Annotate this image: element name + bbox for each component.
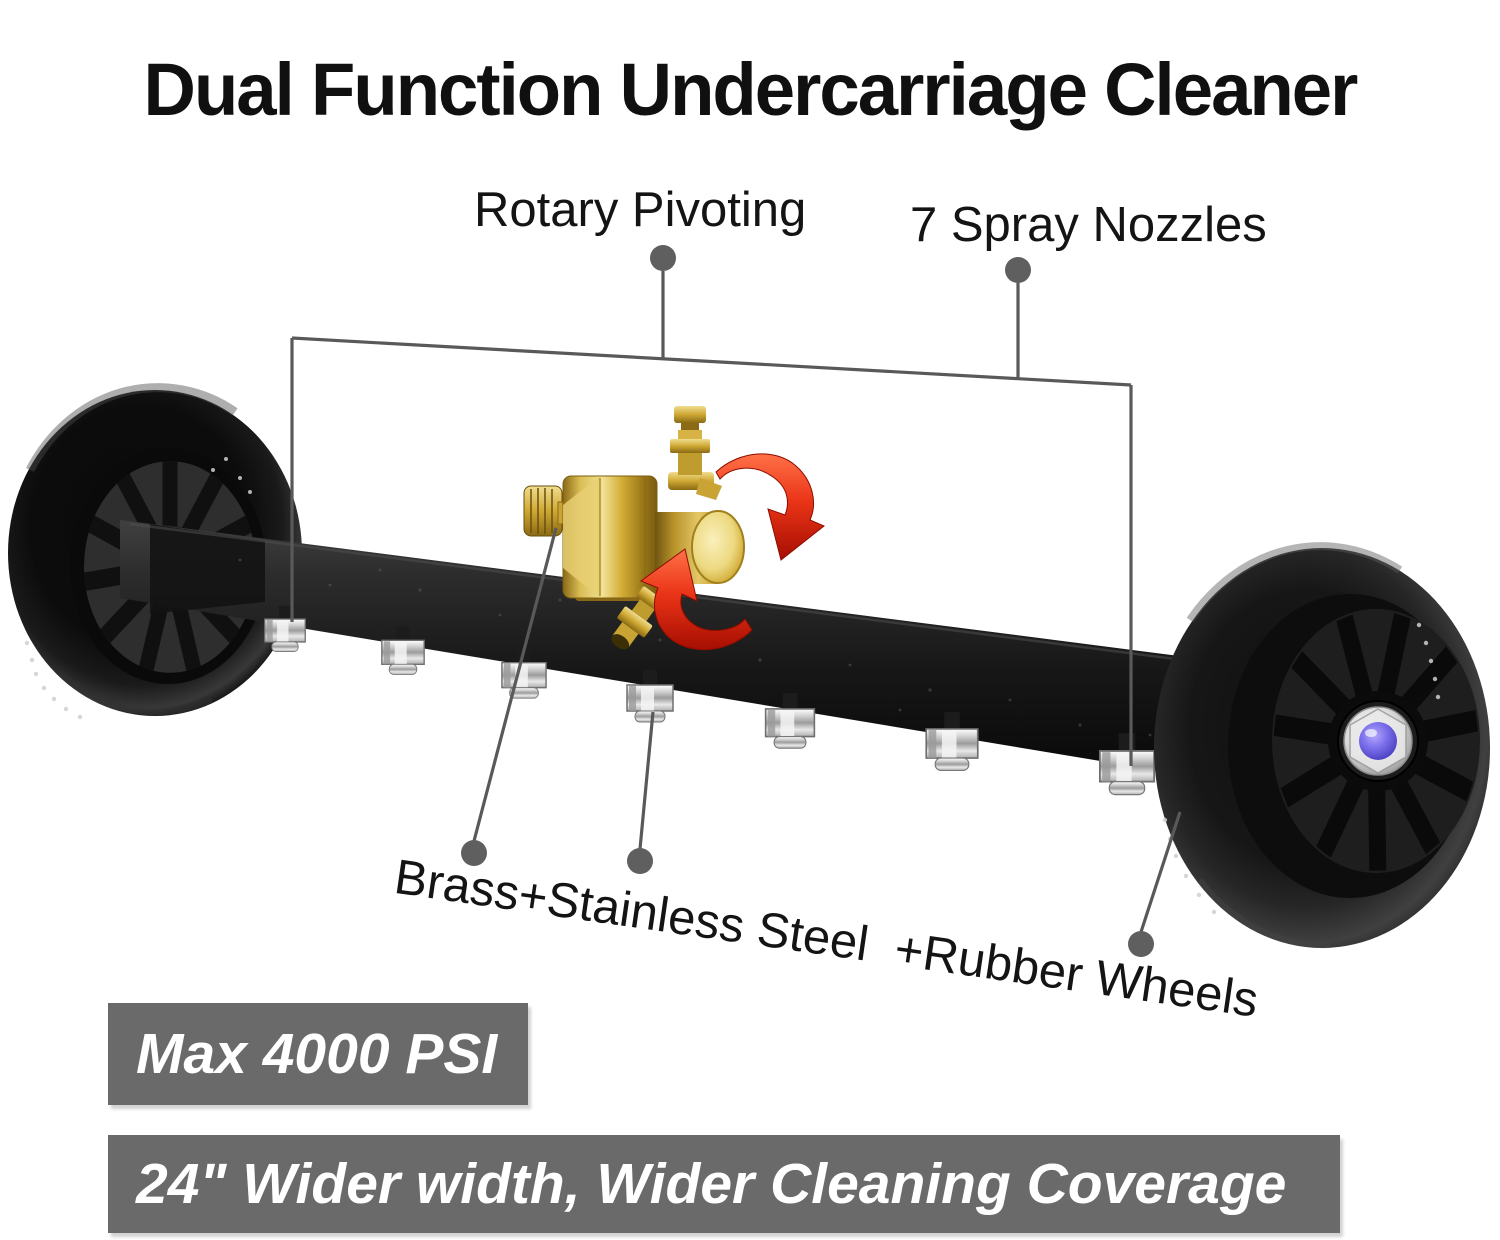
cleaning-width-banner: 24" Wider width, Wider Cleaning Coverage <box>108 1135 1340 1233</box>
brass-pivot-valve <box>523 406 825 651</box>
cleaning-width-text: 24" Wider width, Wider Cleaning Coverage <box>136 1152 1287 1216</box>
quick-connect-plug-bottom <box>611 586 666 650</box>
quick-connect-plug-top <box>668 406 722 500</box>
spray-nozzles-label: 7 Spray Nozzles <box>910 198 1267 252</box>
spray-bar <box>120 520 1335 800</box>
page-title: Dual Function Undercarriage Cleaner <box>143 47 1359 131</box>
axle-hub <box>1328 691 1428 791</box>
leader-lines <box>472 271 1182 933</box>
right-wheel <box>1154 542 1490 949</box>
right-wheel-stipple-dots <box>1162 622 1441 915</box>
hub-cap <box>1359 722 1397 760</box>
max-psi-text: Max 4000 PSI <box>136 1022 498 1086</box>
rotary-pivoting-label: Rotary Pivoting <box>474 183 807 237</box>
bar-texture-speckles <box>238 558 1152 737</box>
leader-dots <box>461 245 1154 957</box>
rotation-arrows-icon <box>639 453 825 651</box>
left-wheel-stipple-dots <box>24 457 252 720</box>
max-psi-banner: Max 4000 PSI <box>108 1003 528 1105</box>
callout-bracket <box>290 336 1133 766</box>
